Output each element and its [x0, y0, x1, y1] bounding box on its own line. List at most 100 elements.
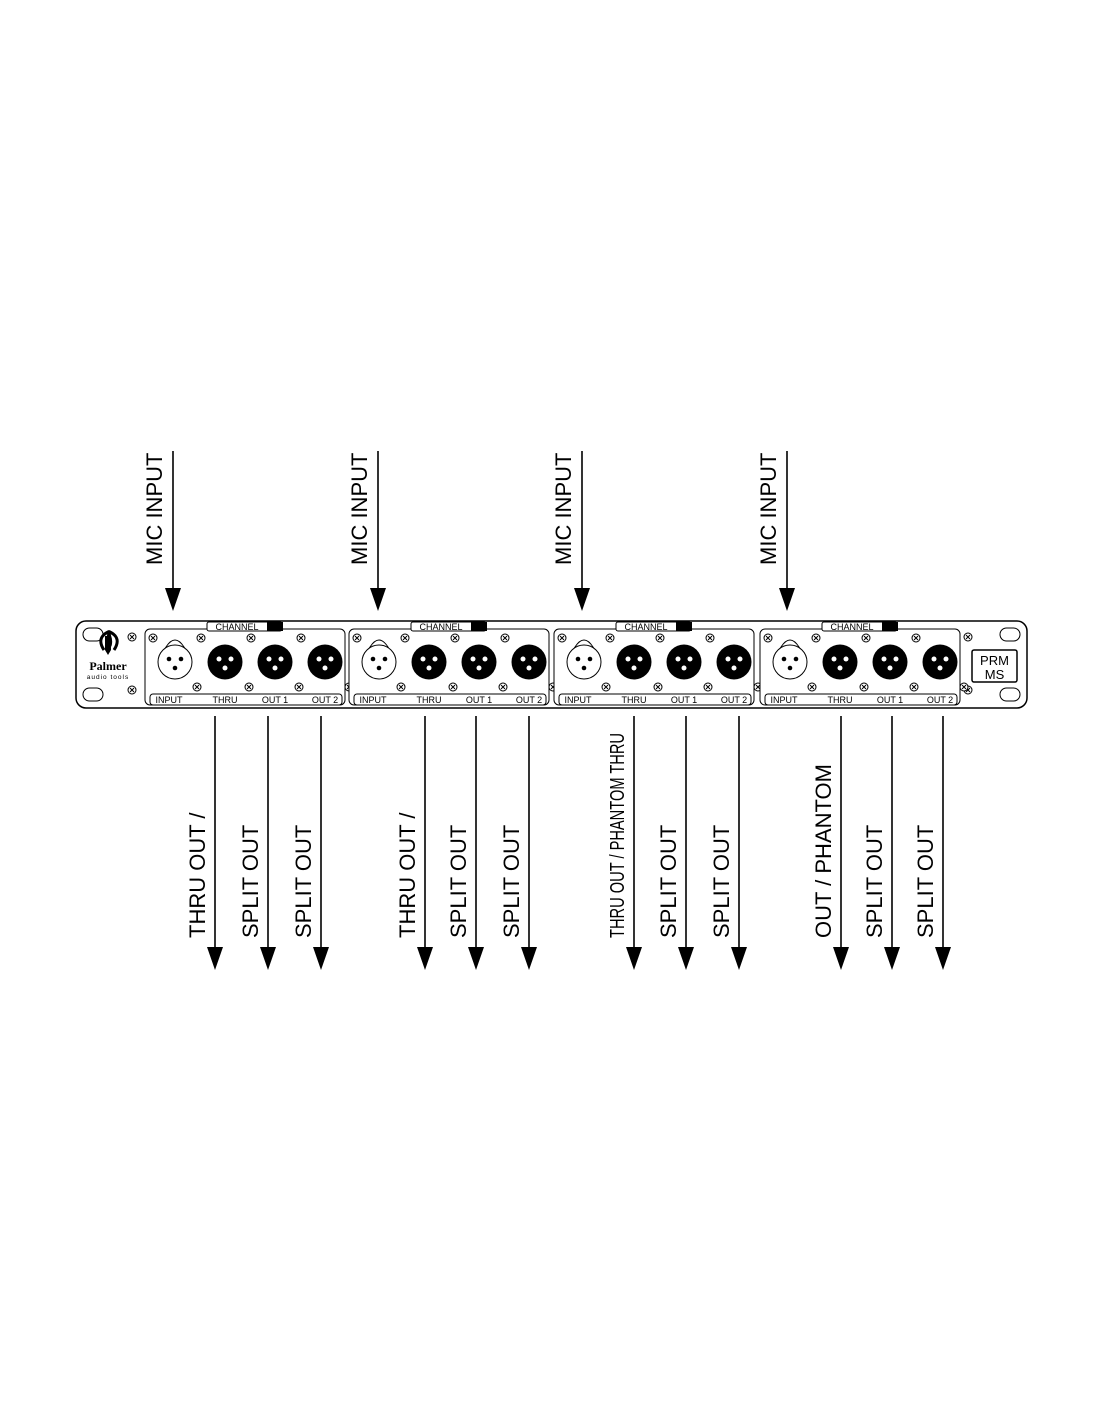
screw-icon	[601, 682, 611, 692]
screw-icon	[859, 682, 869, 692]
xlr-input-connector	[566, 639, 602, 680]
xlr-input-connector	[772, 639, 808, 680]
xlr-out2-connector	[307, 644, 343, 680]
model-badge: PRM MS	[971, 649, 1018, 683]
xlr-input-connector	[361, 639, 397, 680]
mic-input-arrow: MIC INPUT	[756, 451, 795, 611]
arrow-head-icon	[731, 947, 747, 970]
screw-icon	[400, 633, 410, 643]
brand-name: Palmer	[89, 659, 127, 673]
arrow-head-icon	[165, 588, 181, 611]
arrow-head-icon	[468, 947, 484, 970]
xlr-thru-connector	[616, 644, 652, 680]
screw-icon	[246, 633, 256, 643]
xlr-out2-connector	[716, 644, 752, 680]
connector-label: INPUT	[565, 695, 593, 705]
output-label: THRU OUT / PHANTOM THRU	[607, 733, 629, 938]
output-arrow: SPLIT OUT	[862, 716, 900, 970]
screw-icon	[963, 632, 973, 642]
connector-label: OUT 1	[262, 695, 288, 705]
arrow-head-icon	[207, 947, 223, 970]
screw-icon	[196, 633, 206, 643]
connector-label: OUT 1	[671, 695, 697, 705]
xlr-thru-connector	[822, 644, 858, 680]
screw-icon	[655, 633, 665, 643]
channel-tag-label: CHANNEL	[830, 622, 873, 632]
screw-icon	[653, 682, 663, 692]
output-label: THRU OUT /	[185, 812, 210, 938]
screw-icon	[352, 633, 362, 643]
output-arrow: THRU OUT /	[395, 716, 433, 970]
arrow-head-icon	[574, 588, 590, 611]
output-arrow: SPLIT OUT	[446, 716, 484, 970]
arrow-head-icon	[417, 947, 433, 970]
xlr-out1-connector	[666, 644, 702, 680]
output-label: SPLIT OUT	[499, 825, 524, 938]
model-line1: PRM	[980, 653, 1009, 668]
connector-label: THRU	[417, 695, 442, 705]
screw-icon	[557, 633, 567, 643]
mic-input-arrow: MIC INPUT	[142, 451, 181, 611]
screw-icon	[605, 633, 615, 643]
output-arrow: OUT / PHANTOM	[811, 716, 849, 970]
screw-icon	[192, 682, 202, 692]
arrow-head-icon	[884, 947, 900, 970]
xlr-out2-connector	[922, 644, 958, 680]
connector-label: OUT 2	[721, 695, 747, 705]
output-label: SPLIT OUT	[291, 825, 316, 938]
connector-label: INPUT	[156, 695, 184, 705]
xlr-input-connector	[157, 639, 193, 680]
output-label: SPLIT OUT	[238, 825, 263, 938]
connector-label: OUT 2	[312, 695, 338, 705]
xlr-thru-connector	[207, 644, 243, 680]
connector-label: THRU	[828, 695, 853, 705]
output-label: OUT / PHANTOM	[811, 764, 836, 938]
screw-icon	[911, 633, 921, 643]
channel-3: CHANNEL INPUT THRU OUT 1 OUT 2 MIC INPUT THRU …	[551, 451, 763, 970]
screw-icon	[396, 682, 406, 692]
arrow-head-icon	[370, 588, 386, 611]
output-arrow: SPLIT OUT	[291, 716, 329, 970]
palmer-logo: Palmer audio tools	[87, 629, 129, 681]
output-label: SPLIT OUT	[862, 825, 887, 938]
screw-icon	[703, 682, 713, 692]
arrow-head-icon	[313, 947, 329, 970]
arrow-head-icon	[678, 947, 694, 970]
xlr-out2-connector	[511, 644, 547, 680]
channel-tag-label: CHANNEL	[215, 622, 258, 632]
arrow-head-icon	[833, 947, 849, 970]
output-arrow: SPLIT OUT	[656, 716, 694, 970]
mic-input-label: MIC INPUT	[756, 453, 781, 565]
screw-icon	[296, 633, 306, 643]
connector-label: OUT 2	[516, 695, 542, 705]
brand-tagline: audio tools	[87, 674, 129, 681]
screw-icon	[909, 682, 919, 692]
output-arrow: SPLIT OUT	[913, 716, 951, 970]
screw-icon	[148, 633, 158, 643]
screw-icon	[127, 632, 137, 642]
rack-ear-hole	[999, 687, 1021, 702]
output-arrow: SPLIT OUT	[709, 716, 747, 970]
screw-icon	[705, 633, 715, 643]
connector-label: THRU	[622, 695, 647, 705]
xlr-out1-connector	[872, 644, 908, 680]
screw-icon	[811, 633, 821, 643]
connector-label: OUT 1	[877, 695, 903, 705]
screw-icon	[448, 682, 458, 692]
output-label: THRU OUT /	[395, 812, 420, 938]
channel-tag-label: CHANNEL	[419, 622, 462, 632]
rack-ear-hole	[82, 687, 104, 702]
screw-icon	[244, 682, 254, 692]
channel-tag-label: CHANNEL	[624, 622, 667, 632]
connector-label: OUT 2	[927, 695, 953, 705]
output-label: SPLIT OUT	[709, 825, 734, 938]
connector-label: INPUT	[360, 695, 388, 705]
rack-ear-hole	[999, 627, 1021, 642]
mic-input-label: MIC INPUT	[551, 453, 576, 565]
screw-icon	[959, 682, 969, 692]
screw-icon	[498, 682, 508, 692]
